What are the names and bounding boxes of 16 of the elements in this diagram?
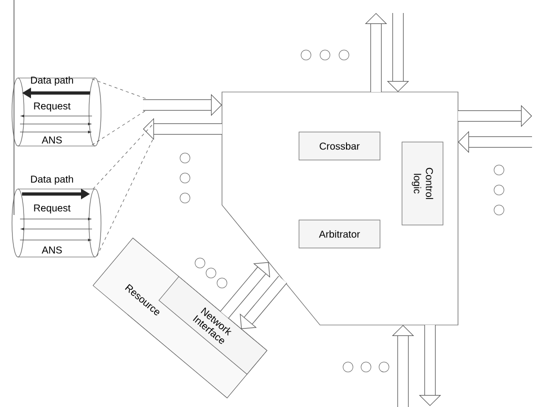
node-label: Request xyxy=(34,204,71,214)
dashed-leader-line xyxy=(92,124,154,190)
link-cylinder: Data path Request ANS xyxy=(12,76,102,146)
dashed-leader-line xyxy=(96,138,154,256)
control-logic-box: Control logic xyxy=(402,142,444,226)
node-label: Request xyxy=(34,102,71,112)
dashed-leader-line xyxy=(92,110,146,146)
node-label: Data path xyxy=(31,76,74,86)
node-label: Data path xyxy=(31,175,74,185)
block-arrow xyxy=(220,262,270,318)
node-label: ANS xyxy=(42,136,62,144)
node-label: ANS xyxy=(42,246,62,254)
dashed-leader-line xyxy=(92,78,148,100)
arbitrator-box: Arbitrator xyxy=(298,220,380,248)
block-arrow xyxy=(240,276,288,329)
crossbar-box: Crossbar xyxy=(298,132,380,160)
